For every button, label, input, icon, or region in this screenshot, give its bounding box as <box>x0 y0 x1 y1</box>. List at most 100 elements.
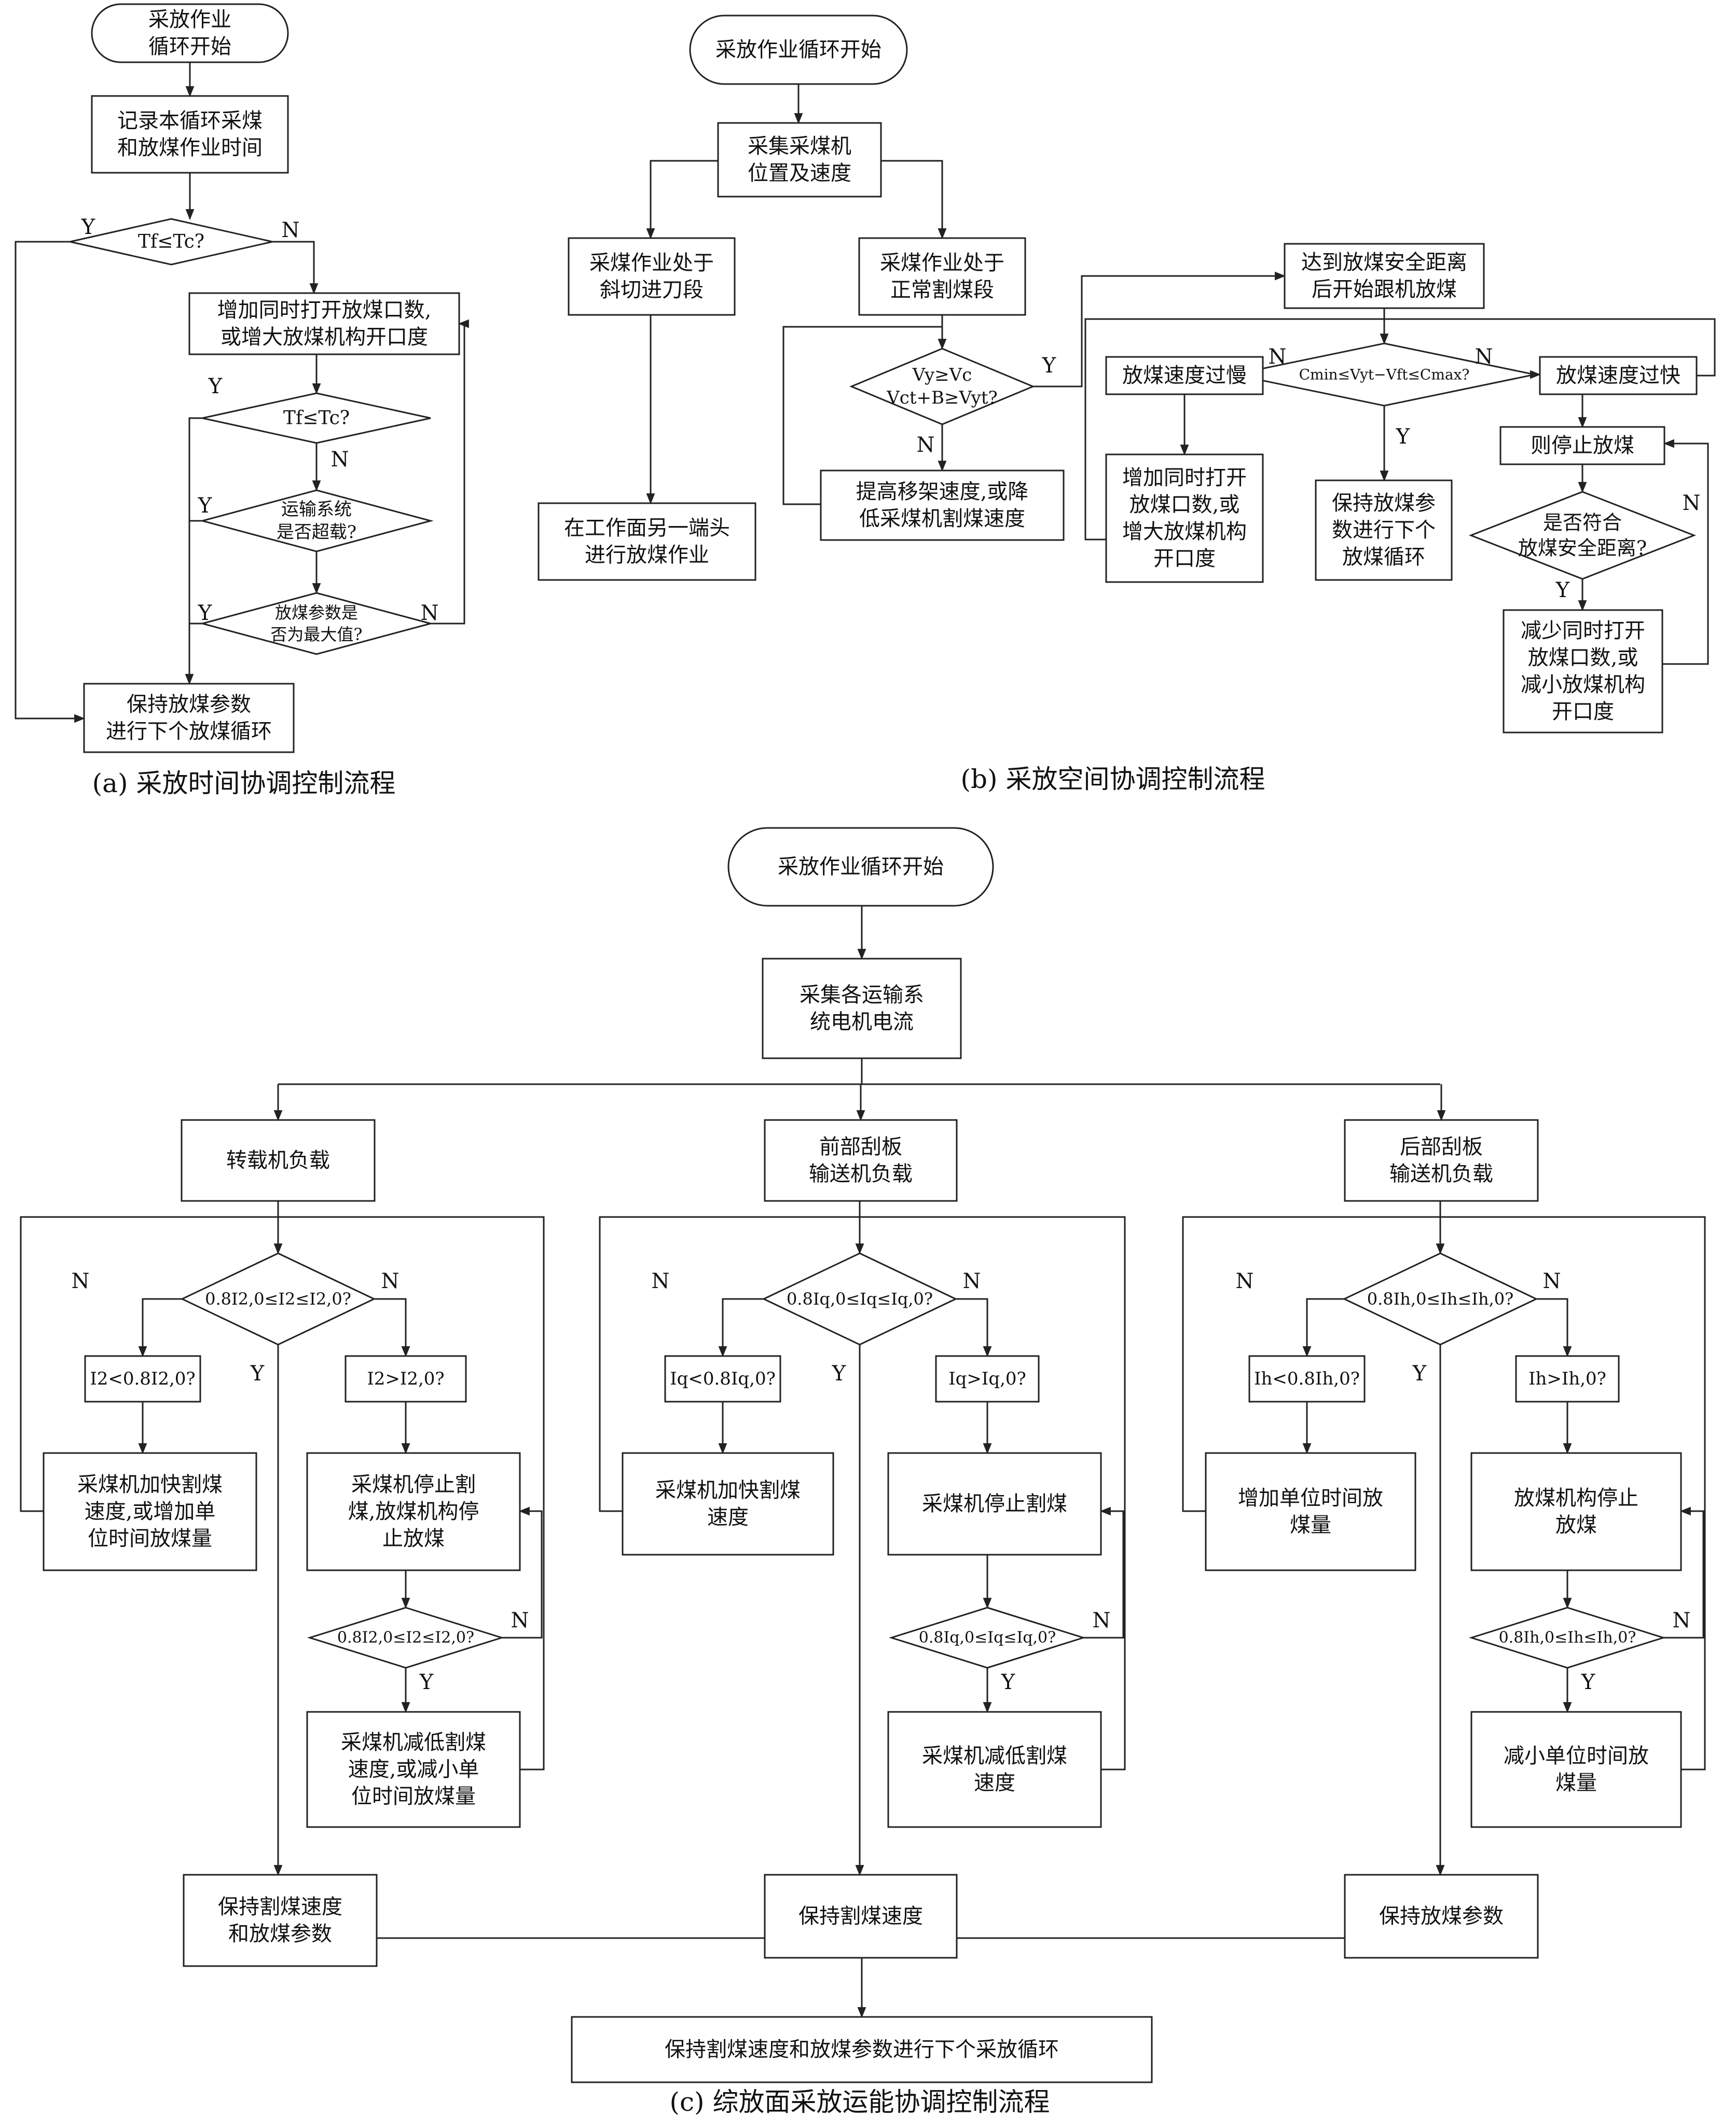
b-ccheck-no-left-label: N <box>1269 345 1287 369</box>
b-stop-box <box>1499 426 1665 465</box>
c-mid-low-action-box-label-line-2: 速度 <box>707 1505 749 1529</box>
b-oblique-box <box>568 237 736 316</box>
b-vcheck-diamond <box>849 348 1035 425</box>
b-safe-check-no-label: N <box>1683 491 1701 515</box>
connector-line <box>782 326 942 505</box>
c-final-box <box>571 2016 1153 2083</box>
a-record-box-label-line-1: 记录本循环采煤 <box>117 109 263 133</box>
c-mid-check-diamond <box>762 1252 958 1346</box>
c-right-low-box <box>1248 1355 1366 1403</box>
c-mid-title-box-label-line-2: 输送机负载 <box>809 1162 913 1186</box>
c-right-reduce-box-label-line-2: 煤量 <box>1555 1771 1597 1795</box>
c-start-terminal-label: 采放作业循环开始 <box>778 855 944 879</box>
c-right-title-box-label-line-1: 后部刮板 <box>1400 1135 1483 1159</box>
a-maxparam-diamond <box>199 592 434 655</box>
a-check2-yes-label: Y <box>208 375 223 398</box>
a-maxparam-diamond-label-line-1: 放煤参数是 <box>275 603 358 623</box>
c-right-high-action-box-label-line-1: 放煤机构停止 <box>1514 1486 1638 1510</box>
a-check2-diamond-label: Tf≤Tc? <box>283 408 350 429</box>
c-left-reduce-box <box>306 1711 521 1828</box>
b-vcheck-yes-label: Y <box>1042 354 1056 378</box>
c-left-high-box <box>345 1355 467 1403</box>
c-left-high-box-label: I2>I2,0? <box>367 1368 444 1389</box>
a-overload-diamond-label-line-1: 运输系统 <box>281 499 352 520</box>
c-right-high-box-label: Ih>Ih,0? <box>1528 1368 1606 1389</box>
b-start-terminal <box>689 15 908 85</box>
a-check1-diamond-label: Tf≤Tc? <box>138 231 204 253</box>
connector-line <box>502 1506 543 1639</box>
a-check2-no-label: N <box>331 448 349 472</box>
c-left-keep-box-label-line-2: 和放煤参数 <box>228 1922 332 1946</box>
c-mid-title-box <box>764 1119 958 1202</box>
c-mid-low-box-label: Iq<0.8Iq,0? <box>670 1368 776 1389</box>
c-mid-reduce-box-label-line-1: 采煤机减低割煤 <box>922 1744 1067 1768</box>
b-ccheck-diamond-label: Cmin≤Vyt−Vft≤Cmax? <box>1299 366 1470 383</box>
c-mid-high-action-box <box>887 1452 1102 1556</box>
b-slow-action-box-label-line-2: 放煤口数,或 <box>1129 493 1240 517</box>
c-mid-reduce-box <box>887 1711 1102 1828</box>
c-right-title-box-label-line-2: 输送机负载 <box>1389 1162 1493 1186</box>
c-right-check2-no-label: N <box>1673 1609 1691 1633</box>
a-start-terminal-label-line-1: 采放作业 <box>148 8 231 32</box>
b-other-end-box-label-line-1: 在工作面另一端头 <box>564 516 730 540</box>
c-mid-check-diamond-label: 0.8Iq,0≤Iq≤Iq,0? <box>787 1289 933 1309</box>
c-mid-high-box-label: Iq>Iq,0? <box>948 1368 1026 1389</box>
b-reduce-box-label-line-4: 开口度 <box>1552 700 1614 724</box>
c-right-check-no-right-label: N <box>1543 1269 1561 1293</box>
b-reduce-box <box>1503 609 1663 734</box>
c-left-check-no-left-label: N <box>72 1269 90 1293</box>
b-reduce-box-label-line-1: 减少同时打开 <box>1521 619 1645 643</box>
b-raise-box-label-line-2: 低采煤机割煤速度 <box>859 507 1025 531</box>
c-mid-low-action-box-label-line-1: 采煤机加快割煤 <box>655 1478 801 1502</box>
b-oblique-box-label-line-1: 采煤作业处于 <box>589 251 714 275</box>
b-slow-action-box-label-line-4: 开口度 <box>1153 547 1216 571</box>
a-check1-yes-label: Y <box>81 215 95 239</box>
connector-line <box>20 1216 278 1512</box>
b-collect-box <box>717 122 882 198</box>
a-increase-box-label-line-1: 增加同时打开放煤口数, <box>217 298 432 322</box>
b-keep-box-label-line-1: 保持放煤参 <box>1332 491 1436 515</box>
b-start-terminal-label: 采放作业循环开始 <box>715 38 881 62</box>
b-safe-check-diamond-label-line-1: 是否符合 <box>1543 511 1622 534</box>
c-collect-box-label-line-1: 采集各运输系 <box>800 983 924 1007</box>
c-left-check-diamond-label: 0.8I2,0≤I2≤I2,0? <box>205 1289 351 1309</box>
a-overload-diamond-label-line-2: 是否超载? <box>277 522 356 543</box>
c-left-low-action-box-label-line-3: 位时间放煤量 <box>88 1527 212 1551</box>
c-left-low-box <box>84 1355 201 1403</box>
connector-line <box>1662 439 1709 665</box>
c-collect-box-label-line-2: 统电机电流 <box>810 1010 914 1034</box>
connector-line <box>278 1216 545 1771</box>
c-mid-check-no-right-label: N <box>963 1269 981 1293</box>
c-right-high-box <box>1515 1355 1620 1403</box>
a-check1-no-label: N <box>282 218 300 242</box>
c-mid-check2-diamond-label: 0.8Iq,0≤Iq≤Iq,0? <box>919 1629 1056 1647</box>
c-mid-keep-box <box>764 1874 958 1959</box>
c-mid-check-no-left-label: N <box>652 1269 670 1293</box>
b-reduce-box-label-line-2: 放煤口数,或 <box>1528 646 1638 670</box>
c-right-low-action-box <box>1205 1452 1416 1571</box>
c-left-high-action-box-label-line-2: 煤,放煤机构停 <box>348 1500 479 1524</box>
c-left-title-box-label: 转载机负载 <box>226 1149 330 1172</box>
b-too-slow-box <box>1105 356 1264 395</box>
a-keep-box-label-line-2: 进行下个放煤循环 <box>106 720 272 743</box>
a-increase-box <box>188 292 460 355</box>
connector-line <box>1302 1298 1344 1358</box>
a-maxparam-no-label: N <box>421 601 439 625</box>
connector-line <box>956 1298 992 1358</box>
connector-line <box>15 241 86 723</box>
connector-line <box>185 417 202 685</box>
b-safe-dist-box <box>1284 243 1485 309</box>
b-normal-box-label-line-1: 采煤作业处于 <box>880 251 1004 275</box>
c-left-check-diamond <box>180 1252 376 1346</box>
connector-line <box>1440 1216 1706 1771</box>
c-left-check2-no-label: N <box>511 1609 529 1633</box>
c-left-high-action-box <box>306 1452 521 1571</box>
c-mid-keep-box-label: 保持割煤速度 <box>798 1904 923 1928</box>
a-check1-diamond <box>70 218 273 266</box>
c-collect-box <box>762 958 962 1059</box>
a-maxparam-yes-label: Y <box>198 601 212 625</box>
b-keep-box-label-line-2: 数进行下个 <box>1332 518 1436 542</box>
c-right-keep-box <box>1344 1874 1539 1959</box>
b-too-fast-box <box>1539 356 1698 395</box>
a-check2-diamond <box>202 392 431 444</box>
